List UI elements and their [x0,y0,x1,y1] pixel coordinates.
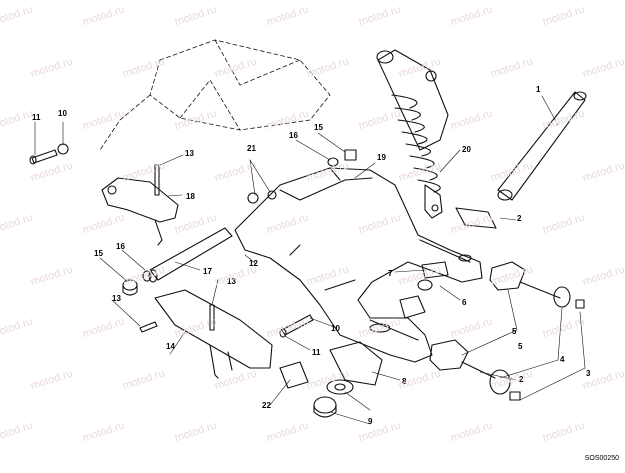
callout-label: 9 [368,417,373,426]
frame-outline [99,39,331,151]
lower-hardware [279,341,383,418]
chain-adjuster-right [455,207,585,309]
rear-axle [497,91,587,201]
callout-label: 17 [203,267,212,276]
callout-label: 2 [517,214,522,223]
callout-label: 3 [586,369,591,378]
callout-label: 20 [462,145,471,154]
callout-label: 4 [560,355,565,364]
chain-guard [154,289,273,379]
shock-absorber [376,49,449,219]
callout-label: 21 [247,144,256,153]
pivot-seal-left [122,270,152,296]
linkage-washers [247,149,357,204]
guard-bolt [139,304,215,333]
callout-label: 13 [112,294,121,303]
callout-label: 22 [262,401,271,410]
callout-label: 14 [166,342,175,351]
callout-label: 16 [289,131,298,140]
callout-label: 13 [185,149,194,158]
callout-label: 18 [186,192,195,201]
bolt-top-left [29,143,69,165]
callout-label: 8 [402,377,407,386]
callout-label: 11 [312,348,321,357]
callout-label: 6 [462,298,467,307]
callout-label: 19 [377,153,386,162]
callout-label: 11 [32,113,41,122]
callout-label: 15 [94,249,103,258]
mounting-bracket [101,164,179,246]
center-bolt [279,314,314,338]
callout-label: 5 [512,327,517,336]
callout-label: 1 [536,85,541,94]
reference-code: SOS00250 [584,455,619,462]
callout-label: 16 [116,242,125,251]
callout-label: 5 [518,342,523,351]
callout-label: 15 [314,123,323,132]
adjuster-blocks [399,261,449,319]
callout-label: 12 [249,259,258,268]
callout-label: 7 [388,269,393,278]
callout-label: 2 [519,375,524,384]
callout-label: 13 [227,277,236,286]
swingarm-body [234,167,483,363]
leader-lines [34,95,586,425]
callout-label: 10 [58,109,67,118]
pivot-spindle [148,227,233,283]
callout-label: 10 [331,324,340,333]
